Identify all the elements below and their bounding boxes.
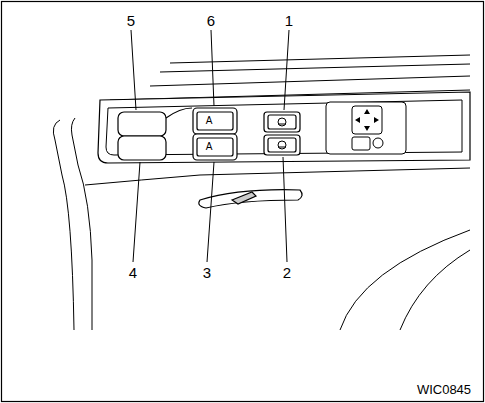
door-handle — [199, 190, 302, 208]
switch-marking: A — [206, 142, 213, 152]
leader-lines — [131, 30, 289, 262]
switch-marking: A — [206, 116, 213, 126]
callout-number: 6 — [207, 13, 215, 28]
callout-number: 4 — [129, 265, 137, 280]
callout-number: 1 — [285, 13, 293, 28]
lock-icons — [278, 118, 286, 149]
callout-number: 3 — [203, 265, 211, 280]
callout-number: 2 — [283, 265, 291, 280]
figure-code: WIC0845 — [417, 383, 471, 396]
callout-number: 5 — [127, 13, 135, 28]
door-trim — [53, 55, 470, 330]
window-switches — [118, 108, 300, 160]
mirror-control — [326, 102, 406, 154]
